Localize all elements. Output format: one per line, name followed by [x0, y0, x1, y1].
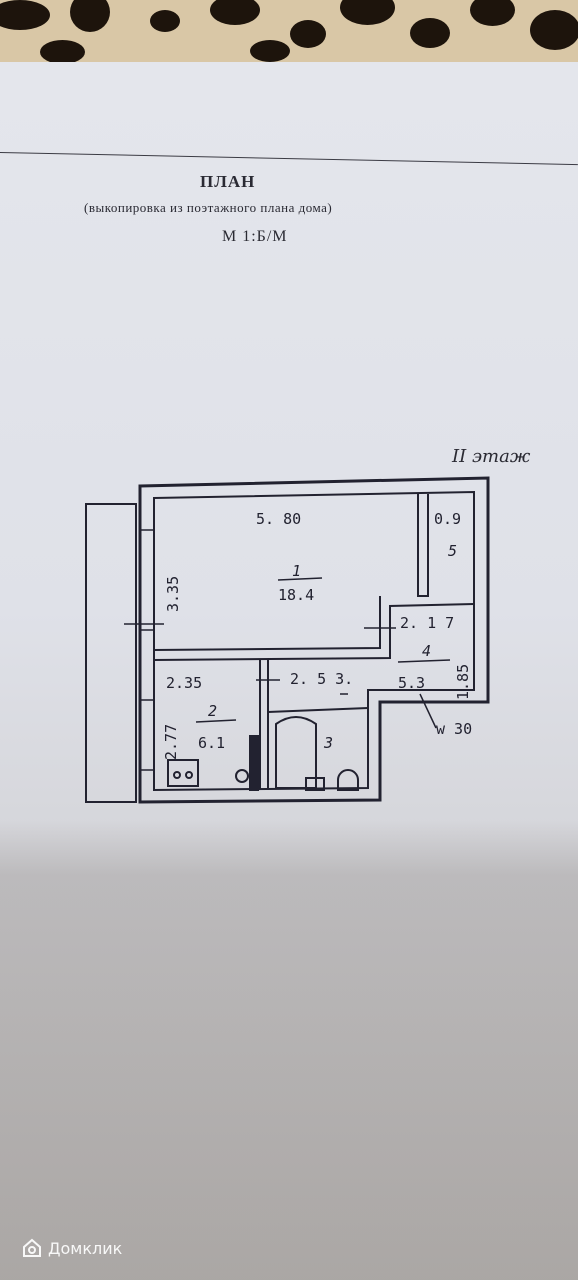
watermark-text: Домклик	[48, 1238, 123, 1258]
house-icon	[23, 1238, 41, 1257]
room4-wall	[153, 603, 475, 661]
balcony-outline	[85, 503, 137, 803]
stove	[167, 759, 199, 787]
window-room1	[139, 529, 155, 631]
room2-area: 6.1	[198, 734, 225, 752]
room4-area: 5.3	[398, 674, 425, 692]
room5-number: 5	[448, 542, 457, 560]
room4-width: 2. 1 7	[400, 614, 454, 632]
room5-width: 0.9	[434, 510, 461, 528]
plan-scale: М 1:Б/М	[222, 228, 288, 245]
room4-number: 4	[422, 642, 431, 660]
room4-height: 1.85	[454, 664, 472, 700]
domclick-watermark: Домклик	[22, 1238, 122, 1258]
vent-block	[249, 735, 259, 791]
plan-subtitle: (выкопировка из поэтажного плана дома)	[84, 200, 333, 215]
bathroom-wall	[267, 707, 369, 713]
room3-number: 3	[323, 734, 333, 752]
window-room2	[139, 699, 155, 771]
room1-area: 18.4	[278, 586, 314, 604]
sink-kitchen	[235, 769, 250, 783]
room4-width2: 2. 5 3.	[290, 670, 353, 688]
wall-note: w 30	[436, 720, 472, 738]
room1-number: 1	[292, 562, 301, 580]
room5-wall	[417, 494, 429, 597]
document-sheet	[0, 62, 578, 1280]
room2-number: 2	[208, 702, 217, 720]
floor-label: II этаж	[452, 446, 531, 467]
sink-bath	[305, 777, 325, 791]
room2-width: 2.35	[166, 674, 202, 692]
room1-height: 3.35	[164, 576, 182, 612]
room2-height: 2.77	[162, 724, 180, 760]
outer-wall	[138, 476, 490, 804]
inner-wall-line	[153, 490, 475, 792]
photo-shadow	[0, 820, 578, 1280]
room1-width: 5. 80	[256, 510, 301, 528]
toilet	[337, 769, 359, 791]
room1-wall	[153, 596, 381, 651]
plan-title: ПЛАН	[200, 172, 256, 191]
partition-wall	[259, 660, 269, 790]
